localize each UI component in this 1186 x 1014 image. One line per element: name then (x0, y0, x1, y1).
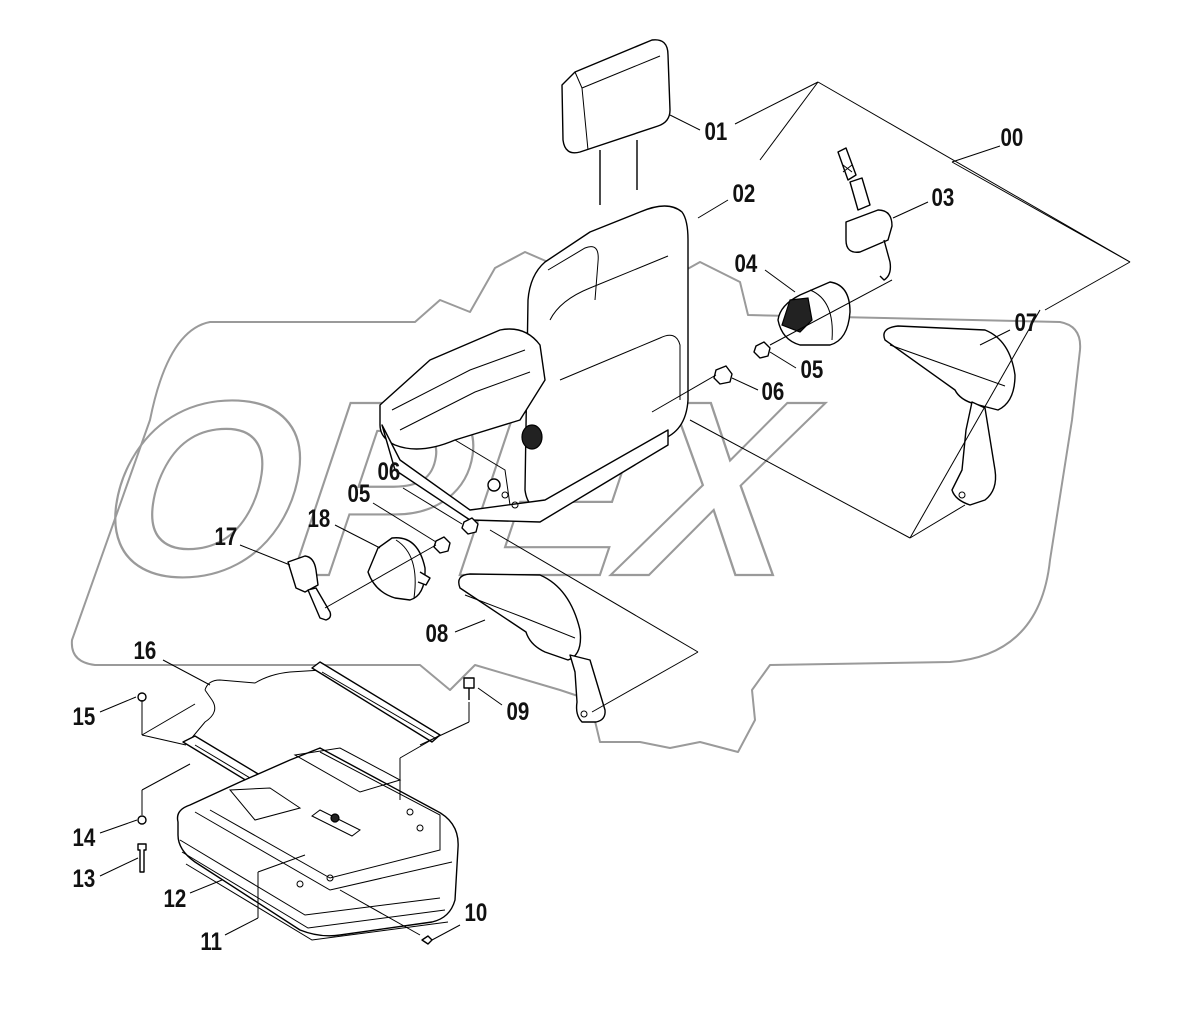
callout-01: 01 (705, 117, 728, 145)
seat-back-part (379, 205, 689, 523)
callout-17: 17 (215, 522, 238, 550)
washer-14 (137, 815, 147, 825)
belt-buckle-part (287, 555, 332, 621)
bolt-09-part (463, 677, 475, 700)
armrest-left-part (458, 573, 606, 723)
washer-15 (137, 692, 147, 702)
callout-09: 09 (507, 697, 530, 725)
callout-05-right: 05 (801, 355, 824, 383)
armrest-right-part (883, 325, 1016, 506)
suspension-base-part (176, 747, 459, 941)
callout-06-left: 06 (378, 457, 401, 485)
side-cover-left-part (367, 537, 431, 601)
callout-00: 00 (1001, 123, 1024, 151)
callout-13: 13 (73, 864, 96, 892)
bolt-10 (421, 935, 433, 945)
callout-06-right: 06 (762, 377, 785, 405)
watermark-gear-outline (70, 251, 1082, 753)
seat-belt-part (837, 147, 893, 281)
callout-11: 11 (200, 927, 222, 955)
callout-03: 03 (932, 183, 955, 211)
callout-08: 08 (426, 619, 449, 647)
callout-07: 07 (1015, 308, 1038, 336)
side-cover-right-part (777, 281, 851, 346)
callout-05-left: 05 (348, 479, 371, 507)
bolt-13 (137, 843, 147, 873)
callout-18: 18 (308, 504, 331, 532)
callout-10: 10 (465, 898, 488, 926)
callout-02: 02 (733, 179, 756, 207)
nut-spacer-right-part (713, 341, 771, 385)
callout-14: 14 (73, 823, 96, 851)
leader-lines (99, 81, 1131, 941)
callouts: 00 01 02 03 04 05 06 07 06 05 18 17 08 1… (73, 117, 1038, 955)
headrest-part (561, 39, 671, 205)
callout-12: 12 (164, 884, 187, 912)
nut-spacer-left-part (433, 517, 479, 554)
callout-16: 16 (134, 636, 157, 664)
callout-04: 04 (735, 249, 758, 277)
callout-15: 15 (73, 702, 96, 730)
